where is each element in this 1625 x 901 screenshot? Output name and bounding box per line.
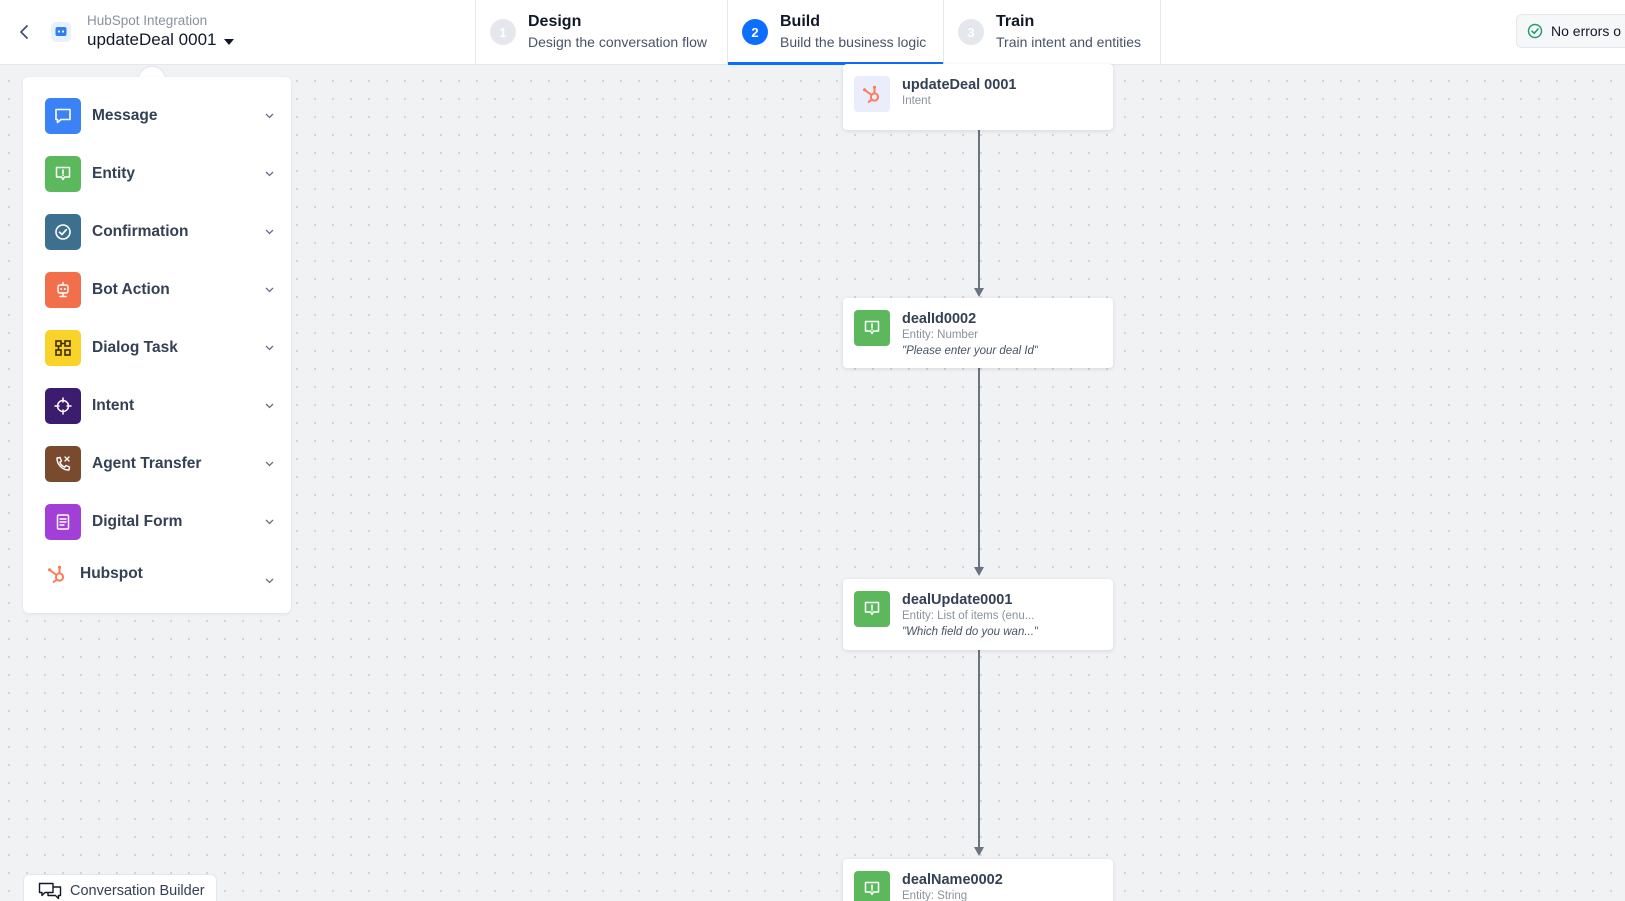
node-type-label: Agent Transfer <box>92 455 202 472</box>
task-selector[interactable]: updateDeal 0001 <box>87 29 234 51</box>
flow-node-intent[interactable]: updateDeal 0001 Intent <box>843 64 1113 130</box>
chevron-down-icon <box>263 516 275 528</box>
node-type-label: Hubspot <box>80 565 143 582</box>
flow-connector <box>978 368 980 567</box>
chevron-down-icon <box>263 110 275 122</box>
status-badge[interactable]: No errors o <box>1516 14 1625 48</box>
arrowhead-icon <box>974 288 984 297</box>
node-title: dealName0002 <box>902 872 1003 888</box>
step-train[interactable]: 3 Train Train intent and entities <box>944 0 1161 64</box>
chevron-down-icon <box>263 342 275 354</box>
node-title: dealId0002 <box>902 311 977 327</box>
node-type-label: Dialog Task <box>92 339 178 356</box>
node-prompt: "Please enter your deal Id" <box>902 345 1039 357</box>
node-type-label: Intent <box>92 397 135 414</box>
step-number: 2 <box>742 19 768 45</box>
arrowhead-icon <box>974 847 984 856</box>
step-design[interactable]: 1 Design Design the conversation flow <box>476 0 728 64</box>
node-type-message[interactable]: Message <box>45 97 275 135</box>
step-title: Train <box>996 13 1035 30</box>
app-icon <box>51 22 71 42</box>
node-type-confirmation[interactable]: Confirmation <box>45 213 275 251</box>
chevron-down-icon <box>263 226 275 238</box>
hubspot-icon <box>45 562 69 586</box>
node-type-label: Message <box>92 107 158 124</box>
dialog-task-icon <box>45 330 81 366</box>
node-type-label: Digital Form <box>92 513 183 530</box>
chevron-down-icon <box>263 168 275 180</box>
entity-icon <box>854 591 890 627</box>
node-type-dialog-task[interactable]: Dialog Task <box>45 329 275 367</box>
caret-down-icon <box>223 39 234 45</box>
step-title: Design <box>528 13 582 30</box>
node-title: updateDeal 0001 <box>902 77 1017 93</box>
node-type-text: Entity: List of items (enu... <box>902 610 1035 622</box>
node-type-text: Entity: String <box>902 890 968 901</box>
node-type-label: Entity <box>92 165 136 182</box>
bot-action-icon <box>45 272 81 308</box>
conversation-builder-tab[interactable]: Conversation Builder <box>23 874 217 901</box>
agent-transfer-icon <box>45 446 81 482</box>
chevron-down-icon <box>263 458 275 470</box>
node-type-intent[interactable]: Intent <box>45 387 275 425</box>
chevron-left-icon <box>20 25 28 39</box>
chevron-down-icon <box>263 284 275 296</box>
node-type-text: Entity: Number <box>902 329 979 341</box>
app-subtitle: HubSpot Integration <box>87 13 208 28</box>
flow-connector <box>978 130 980 288</box>
step-description: Build the business logic <box>780 34 927 50</box>
node-type-entity[interactable]: Entity <box>45 155 275 193</box>
node-type-digital-form[interactable]: Digital Form <box>45 503 275 541</box>
flow-node-entity[interactable]: dealName0002 Entity: String <box>843 859 1113 901</box>
node-palette: Message Entity Confirmation Bot Action D… <box>23 77 291 613</box>
header-left: HubSpot Integration updateDeal 0001 <box>0 0 476 64</box>
node-type-label: Confirmation <box>92 223 189 240</box>
node-type-label: Bot Action <box>92 281 170 298</box>
chevron-down-icon <box>263 575 275 587</box>
message-icon <box>45 98 81 134</box>
confirmation-icon <box>45 214 81 250</box>
check-circle-icon <box>1527 23 1543 39</box>
flow-node-entity[interactable]: dealId0002 Entity: Number "Please enter … <box>843 298 1113 368</box>
hubspot-icon <box>854 76 890 112</box>
entity-icon <box>854 871 890 901</box>
node-type-bot-action[interactable]: Bot Action <box>45 271 275 309</box>
back-button[interactable] <box>16 22 32 42</box>
step-number: 3 <box>958 19 984 45</box>
node-title: dealUpdate0001 <box>902 592 1013 608</box>
entity-icon <box>45 156 81 192</box>
step-title: Build <box>780 13 820 30</box>
step-description: Train intent and entities <box>996 34 1142 50</box>
digital-form-icon <box>45 504 81 540</box>
status-text: No errors o <box>1551 23 1622 39</box>
tab-label: Conversation Builder <box>70 882 205 899</box>
conversation-builder-icon <box>38 882 62 900</box>
node-type-text: Intent <box>902 95 931 107</box>
intent-icon <box>45 388 81 424</box>
task-title: updateDeal 0001 <box>87 30 217 49</box>
flow-node-entity[interactable]: dealUpdate0001 Entity: List of items (en… <box>843 579 1113 650</box>
step-build[interactable]: 2 Build Build the business logic <box>728 0 944 65</box>
top-bar: HubSpot Integration updateDeal 0001 1 De… <box>0 0 1625 65</box>
node-type-hubspot[interactable]: Hubspot <box>45 555 275 593</box>
step-number: 1 <box>490 19 516 45</box>
arrowhead-icon <box>974 567 984 576</box>
chevron-down-icon <box>263 400 275 412</box>
entity-icon <box>854 310 890 346</box>
step-description: Design the conversation flow <box>528 34 707 50</box>
node-type-agent-transfer[interactable]: Agent Transfer <box>45 445 275 483</box>
flow-connector <box>978 650 980 847</box>
node-prompt: "Which field do you wan..." <box>902 626 1039 638</box>
